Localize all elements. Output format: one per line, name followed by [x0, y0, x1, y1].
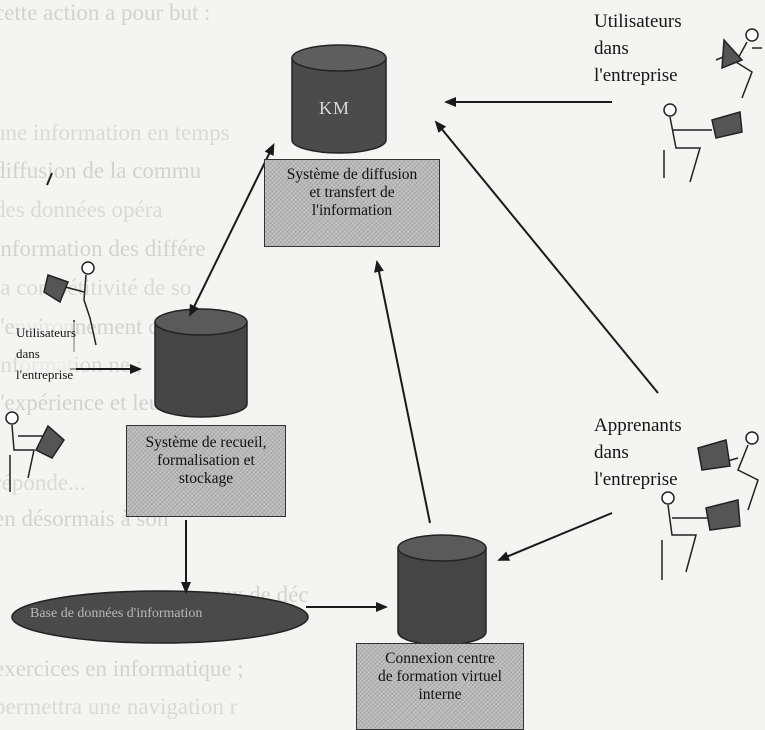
- recueil-database-icon: [155, 309, 247, 417]
- learners-label: Apprenants dans l'entreprise: [594, 412, 682, 493]
- users-top-line: dans: [594, 35, 682, 62]
- learners-line: l'entreprise: [594, 466, 682, 493]
- diffusion-line: Système de diffusion: [265, 166, 439, 184]
- diffusion-box: Système de diffusion et transfert de l'i…: [264, 159, 440, 247]
- formation-line: interne: [357, 686, 523, 704]
- diffusion-line: l'information: [265, 202, 439, 220]
- users-left-label: Utilisateurs dans l'entreprise: [16, 322, 76, 385]
- users-top-line: l'entreprise: [594, 62, 682, 89]
- users-top-line: Utilisateurs: [594, 8, 682, 35]
- formation-line: Connexion centre: [357, 650, 523, 668]
- users-left-line: l'entreprise: [16, 364, 76, 385]
- mark-stroke: [47, 173, 52, 185]
- arrow-formation-to-diffusion: [377, 262, 430, 523]
- diffusion-line: et transfert de: [265, 184, 439, 202]
- users-left-line: dans: [16, 343, 76, 364]
- arrow-learners-to-km: [436, 122, 658, 393]
- database-label: Base de données d'information: [30, 606, 202, 622]
- recueil-box: Système de recueil, formalisation et sto…: [126, 425, 286, 517]
- formation-database-icon: [398, 535, 486, 645]
- learners-line: dans: [594, 439, 682, 466]
- arrow-km-recueil: [190, 152, 270, 315]
- km-label: KM: [319, 98, 350, 119]
- learners-line: Apprenants: [594, 412, 682, 439]
- users-top-label: Utilisateurs dans l'entreprise: [594, 8, 682, 89]
- formation-box: Connexion centre de formation virtuel in…: [356, 643, 524, 730]
- recueil-line: stockage: [127, 470, 285, 488]
- formation-line: de formation virtuel: [357, 668, 523, 686]
- users-left-line: Utilisateurs: [16, 322, 76, 343]
- recueil-line: formalisation et: [127, 452, 285, 470]
- arrow-learners-to-formation: [499, 513, 612, 560]
- recueil-line: Système de recueil,: [127, 434, 285, 452]
